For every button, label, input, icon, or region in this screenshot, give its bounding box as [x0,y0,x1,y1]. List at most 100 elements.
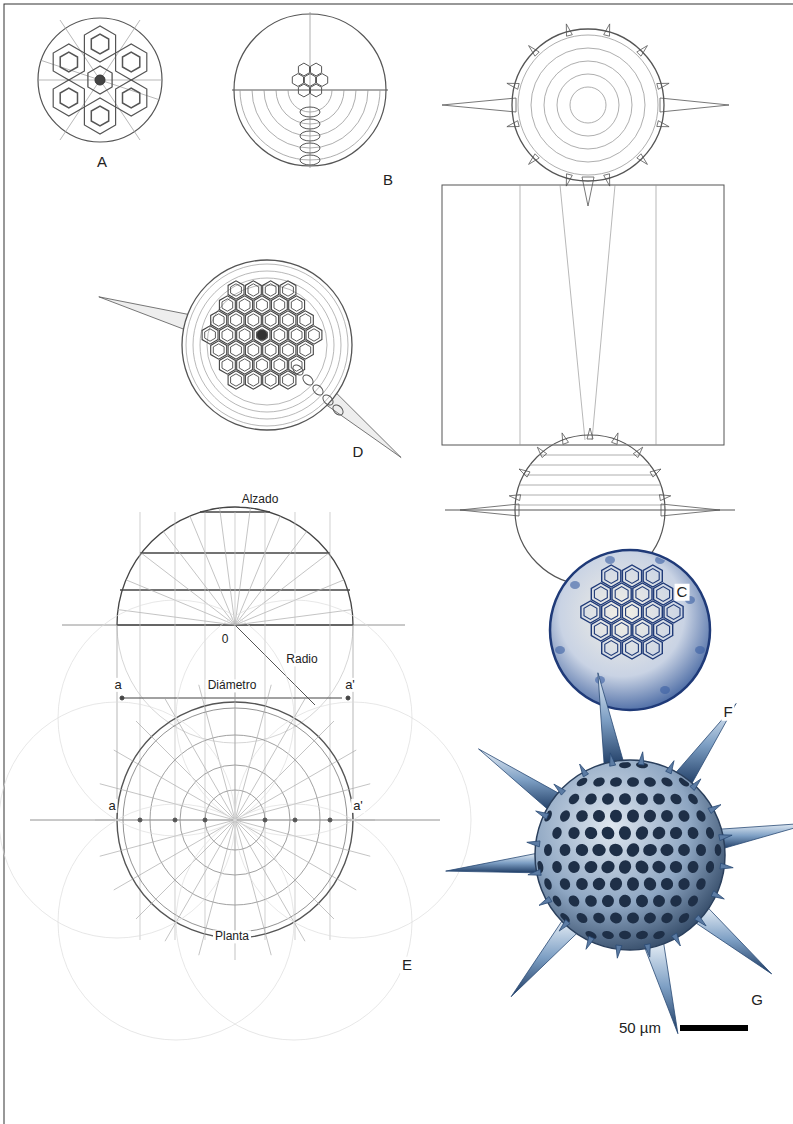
sketch-circle [182,260,352,430]
skeleton-pore [567,792,582,807]
hexagon-cell [626,569,639,584]
figure-label: a' [343,678,357,692]
sketch-pore [321,393,335,407]
skeleton-pore [551,894,563,908]
hexagon-cell [664,601,683,623]
skeleton-pore [705,826,716,840]
skeleton-pore [619,930,632,939]
spine [528,869,541,875]
sketch-b [232,12,388,168]
figure-label: F [721,704,734,721]
spine [580,764,589,777]
construction-e [0,507,471,1040]
hexagon-cell [602,637,621,659]
spine [479,749,562,811]
figure-label: E [400,957,414,974]
sketch-pore [291,363,305,377]
surface-pore [605,556,615,564]
spine [604,24,610,36]
hexagon-cell [222,299,233,311]
skeleton-pore [695,877,708,892]
hexagon-cell [591,619,610,641]
pore-lattice [536,761,722,941]
spine [519,469,530,477]
hexagon-cell [646,569,659,584]
sketch-pore [331,403,345,417]
spine [529,46,540,57]
hexagon-cell [248,284,259,296]
skeleton-pore [559,844,571,857]
skeleton-pore [635,893,650,908]
spine [637,154,648,165]
hexagon-cell [116,44,147,80]
skeleton-pore [650,824,668,841]
hexagon-cell [202,326,218,344]
hexagon-cell [248,374,259,386]
sketch-pore [300,107,320,117]
skeleton-sphere [535,760,725,950]
hexagon-cell [84,26,115,62]
sketch-line [553,445,628,446]
skeleton-pore [643,911,658,925]
hexagon-cell [581,601,600,623]
hexagon-cell [239,299,250,311]
skeleton-pore [609,911,623,924]
hex-cluster [202,281,322,389]
skeleton-pore [714,844,721,856]
sketch-circle [207,285,327,405]
skeleton-pore [558,876,572,891]
construction-arc [0,702,235,938]
spine [562,433,569,444]
sketch-dot [95,75,105,85]
hexagon-cell [88,66,112,94]
sketch-line [140,512,141,940]
skeleton-pore [599,824,617,842]
sketch-arc [240,90,380,160]
skeleton-pore [566,893,581,908]
sketch-arc [264,90,356,136]
spine [446,853,541,873]
spine [661,504,720,516]
hexagon-cell [228,341,244,359]
hexagon-cell [53,44,84,80]
skeleton-pore [627,777,639,787]
spine [586,936,594,949]
skeleton-pore [633,858,651,876]
hexagon-cell [237,356,253,374]
hexagon-cell [116,80,147,116]
spine [587,428,593,439]
scale-bar [680,1025,748,1031]
hexagon-cell [274,299,285,311]
skeleton-pore [660,776,674,789]
division-point [173,818,177,822]
sketch-pore [300,143,320,153]
spine [637,46,648,57]
division-point [203,818,207,822]
skeleton-pore [591,911,606,925]
hexagon-cell [304,74,315,87]
hexagon-cell [298,63,309,76]
hexagon-cell [228,281,244,299]
skeleton-pore [686,894,700,909]
skeleton-pore [583,791,599,806]
spine [527,841,540,847]
hexagon-cell [219,296,235,314]
figure-label: a [112,678,123,692]
sketch-circle [518,35,658,175]
hexagon-cell [654,619,673,641]
hexagon-cell [300,344,311,356]
sketch-line [445,510,735,511]
spine [720,863,733,869]
hexagon-cell [263,341,279,359]
division-point [138,818,142,822]
skeleton-pore [567,860,581,874]
skeleton-pore [583,825,600,842]
hexagon-cell [213,314,224,326]
cell-sphere [550,550,710,710]
hexagon-cell [239,329,250,341]
sketch-circle [38,18,162,142]
hexagon-cell [292,74,303,87]
hexagon-cell [245,341,261,359]
sketch-line [520,185,521,445]
spine [657,83,669,89]
